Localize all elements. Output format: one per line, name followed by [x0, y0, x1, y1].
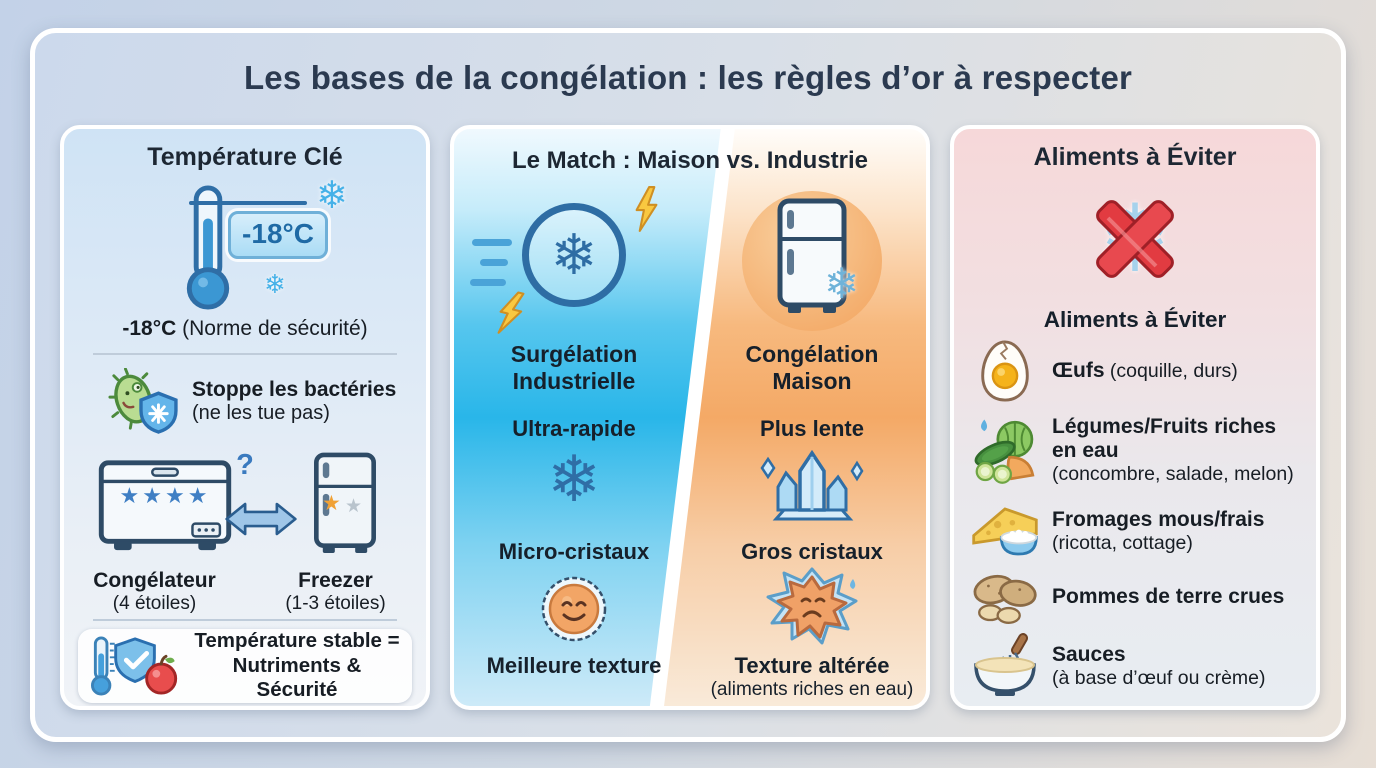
home-texture: Texture altérée: [734, 653, 890, 678]
norm-value: -18°C: [122, 317, 177, 340]
home-speed: Plus lente: [760, 416, 864, 441]
question-mark: ?: [236, 449, 254, 481]
four-stars-rating: ★★★★: [119, 483, 211, 508]
snowflake-icon: ❄: [550, 223, 598, 286]
snowflake-icon: ❄: [316, 175, 348, 217]
bacteria-title: Stoppe les bactéries: [192, 377, 397, 401]
home-freezer-icon: ❄: [706, 185, 918, 335]
stable-line2: Nutriments & Sécurité: [232, 653, 362, 702]
no-freeze-icon: ❄: [1075, 179, 1195, 299]
home-texture-subtitle: (aliments riches en eau): [710, 679, 914, 700]
orange-star: ★: [322, 492, 341, 515]
divider: [92, 619, 398, 621]
chest-sublabel: (4 étoiles): [112, 593, 197, 615]
thermometer-illustration: -18°C ❄ ❄: [64, 175, 426, 313]
food-name: Pommes de terre crues: [1052, 585, 1285, 609]
food-name: Légumes/Fruits riches en eau: [1052, 414, 1277, 462]
stable-line1: Température stable =: [194, 629, 400, 653]
food-detail: (coquille, durs): [1104, 360, 1238, 383]
norm-label: (Norme de sécurité): [176, 317, 368, 340]
sauce-bowl-icon: [970, 633, 1040, 699]
snowflake-icon: ❄: [264, 269, 286, 299]
micro-crystals-icon: ❄: [547, 443, 601, 515]
panel-match: Le Match : Maison vs. Industrie ❄ Surgél…: [450, 125, 930, 710]
upright-freezer-label: Freezer (1-3 étoiles): [245, 569, 426, 615]
food-name: Sauces: [1052, 642, 1126, 666]
double-arrow-icon: [225, 502, 297, 536]
bacteria-subtitle: (ne les tue pas): [192, 401, 330, 424]
panel-temperature: Température Clé -18°C ❄ ❄ -18°C (Norme d…: [60, 125, 430, 710]
food-detail: (ricotta, cottage): [1052, 531, 1193, 554]
large-crystals-icon: [706, 447, 918, 531]
cheese-icon: [970, 500, 1040, 562]
lightning-icon: [497, 291, 525, 334]
list-item-cheeses: Fromages mous/frais (ricotta, cottage): [968, 497, 1308, 565]
stable-temperature-callout: Température stable = Nutriments & Sécuri…: [78, 629, 412, 703]
list-item-potatoes: Pommes de terre crues: [968, 565, 1308, 629]
bacteria-row: Stoppe les bactéries (ne les tue pas): [104, 365, 410, 437]
right-panel-title: Aliments à Éviter: [1033, 143, 1237, 171]
industrial-texture: Meilleure texture: [486, 653, 662, 678]
avoid-food-list: Œufs (coquille, durs): [968, 339, 1308, 703]
panel-avoid: Aliments à Éviter ❄ Aliments à Éviter: [950, 125, 1320, 710]
upright-freezer-icon: [314, 452, 376, 554]
chest-label: Congélateur: [93, 569, 216, 592]
stable-text: Température stable = Nutriments & Sécuri…: [192, 629, 402, 703]
home-name: Congélation Maison: [745, 341, 879, 394]
list-item-sauces: Sauces (à base d’œuf ou crème): [968, 629, 1308, 703]
divider: [92, 353, 398, 355]
list-item-eggs: Œufs (coquille, durs): [968, 339, 1308, 403]
industrial-speed: Ultra-rapide: [512, 416, 636, 441]
potatoes-icon: [970, 567, 1040, 627]
bacteria-shield-icon: [108, 368, 178, 434]
thermometer-shield-apple-icon: [91, 636, 178, 696]
food-detail: (à base d’œuf ou crème): [1052, 666, 1266, 689]
chest-freezer-icon: [98, 460, 232, 551]
comparison-labels: Congélateur (4 étoiles) Freezer (1-3 éto…: [64, 569, 426, 615]
vegetables-icon: [970, 412, 1040, 488]
speed-line: [470, 279, 506, 286]
avoid-subtitle: Aliments à Éviter: [1043, 307, 1227, 332]
home-crystals: Gros cristaux: [741, 539, 883, 564]
minus-18-badge: -18°C: [189, 201, 328, 259]
middle-panel-title: Le Match : Maison vs. Industrie: [511, 147, 869, 174]
speed-line: [472, 239, 512, 246]
lightning-icon: [635, 186, 658, 232]
safety-norm-caption: -18°C (Norme de sécurité): [64, 317, 426, 341]
freezer-comparison: ? ★★★★ ★ ★: [64, 445, 426, 567]
left-panel-title: Température Clé: [147, 143, 343, 171]
badge-value: -18°C: [242, 218, 314, 249]
happy-texture-icon: [470, 575, 678, 647]
fridge-icon: [777, 198, 847, 313]
page-title: Les bases de la congélation : les règles…: [243, 59, 1133, 96]
speed-line: [480, 259, 508, 266]
gray-star: ★: [345, 496, 363, 517]
altered-texture-icon: [706, 565, 918, 647]
snowflake-icon: ❄: [824, 260, 860, 307]
food-name: Fromages mous/frais: [1052, 507, 1265, 531]
egg-icon: [970, 339, 1040, 403]
food-name: Œufs: [1052, 359, 1105, 383]
flash-freeze-icon: ❄: [470, 186, 678, 335]
food-detail: (concombre, salade, melon): [1052, 462, 1294, 485]
thermometer-icon: [186, 185, 230, 310]
upright-sublabel: (1-3 étoiles): [285, 593, 386, 615]
list-item-vegetables: Légumes/Fruits riches en eau (concombre,…: [968, 403, 1308, 497]
chest-freezer-label: Congélateur (4 étoiles): [64, 569, 245, 615]
cycle-ring: [522, 203, 626, 307]
red-x-icon: [1096, 200, 1174, 278]
upright-label: Freezer: [298, 569, 373, 592]
industrial-crystals: Micro-cristaux: [498, 539, 650, 564]
industrial-name: Surgélation Industrielle: [510, 341, 638, 394]
bacteria-text: Stoppe les bactéries (ne les tue pas): [192, 378, 396, 425]
